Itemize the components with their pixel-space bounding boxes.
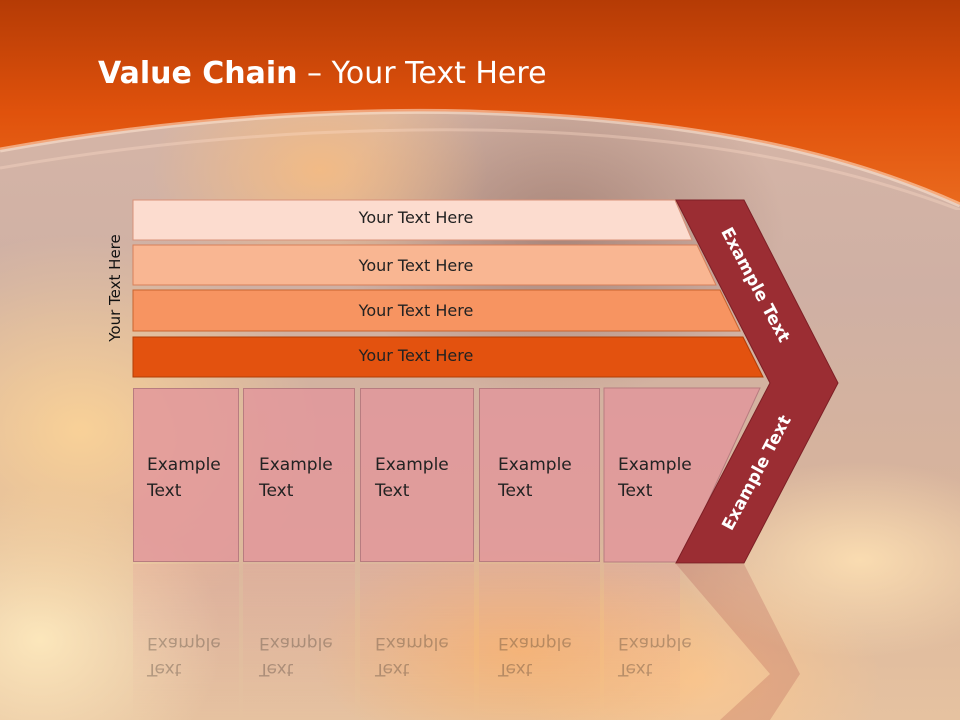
bar-1-label: Your Text Here [358,208,474,227]
title-bold: Value Chain [98,56,298,91]
chevron-upper-label: Example Text [716,224,794,346]
chevron-lower-label: Example Text [718,412,796,534]
reflection-chevron [676,564,800,720]
bar-2-label: Your Text Here [358,256,474,275]
side-label: Your Text Here [106,234,124,342]
header-band [0,0,960,210]
activity-box-3 [360,388,474,562]
title-rest: – Your Text Here [297,56,547,91]
reflection-box-5 [604,564,680,720]
reflection-box-1 [133,564,239,720]
reflection-box-4 [479,564,600,720]
activity-box-4 [479,388,600,562]
slide-title: Value Chain – Your Text Here [98,52,547,96]
activity-box-2 [243,388,355,562]
activity-box-1 [133,388,239,562]
reflection-box-3 [360,564,474,720]
reflection-box-2 [243,564,355,720]
bar-4-label: Your Text Here [358,346,474,365]
bar-3-label: Your Text Here [358,301,474,320]
